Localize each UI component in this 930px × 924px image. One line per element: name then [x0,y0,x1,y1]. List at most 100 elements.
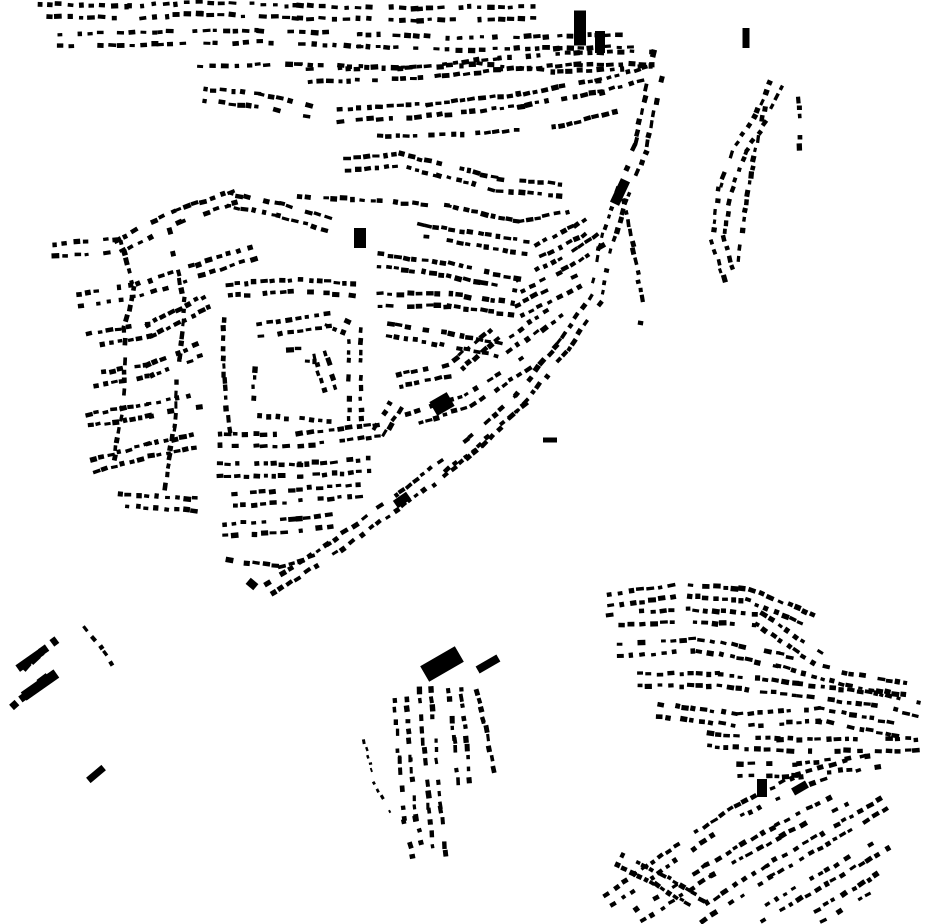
building [609,67,615,72]
building [250,278,257,285]
building [235,247,242,255]
building [337,426,345,432]
building [703,861,711,868]
building [87,31,93,36]
building [163,438,169,443]
building [813,907,822,914]
building [451,131,457,137]
building [89,635,98,643]
building [126,304,133,312]
building [437,17,446,23]
building [427,819,433,825]
building [243,293,251,298]
building [632,905,641,914]
building [755,844,765,852]
building [681,704,689,711]
building [403,335,409,342]
building [322,540,331,549]
building [167,445,174,452]
building [311,41,318,47]
building [605,62,614,67]
building [173,412,178,420]
building [331,535,340,544]
building [231,88,236,95]
building [639,294,645,303]
building [733,801,742,809]
building [149,217,159,225]
building [440,329,448,335]
building [383,164,390,170]
building [824,757,831,762]
building [179,331,185,340]
building [800,670,807,677]
building [506,65,515,72]
building [796,694,803,698]
building [753,746,761,752]
building [108,340,114,345]
building [267,93,275,100]
building [392,697,398,704]
building [157,213,166,220]
building [196,353,204,359]
building [357,435,365,441]
building [799,638,806,644]
building [744,851,754,858]
building [554,63,563,69]
building [124,492,132,497]
building [165,495,170,500]
building [637,671,644,675]
building [748,773,755,778]
building [463,293,472,301]
building [472,169,481,177]
building [445,35,450,41]
building [269,500,277,505]
building [550,69,556,75]
building [230,532,239,539]
building [148,332,158,339]
building [459,229,465,235]
building [416,157,423,163]
building [506,93,514,99]
building [885,678,893,684]
building [415,291,423,296]
building [406,115,413,121]
building [594,77,603,83]
building [873,690,879,697]
building [166,452,173,461]
building [701,595,709,601]
building [249,255,259,263]
building [487,433,496,441]
building [479,345,489,355]
building [586,61,594,67]
building [859,753,867,759]
building [826,736,832,742]
building [243,474,250,479]
building [398,384,404,390]
building [623,210,629,216]
building [149,287,158,295]
building [731,597,737,603]
building [347,107,354,112]
building [733,734,740,738]
building [405,381,413,387]
building [366,115,374,122]
building [323,310,331,317]
building [207,0,215,6]
building [188,432,195,438]
building [312,358,317,365]
building [221,371,226,378]
building [478,394,487,403]
building [723,220,729,227]
building [396,406,404,415]
building [498,5,505,10]
building [649,874,656,882]
building [540,288,549,295]
building [483,268,490,275]
building [302,113,311,119]
building [371,422,379,431]
building [648,911,656,919]
building [388,809,392,814]
building [399,785,405,793]
building [239,88,246,95]
building [403,705,410,713]
